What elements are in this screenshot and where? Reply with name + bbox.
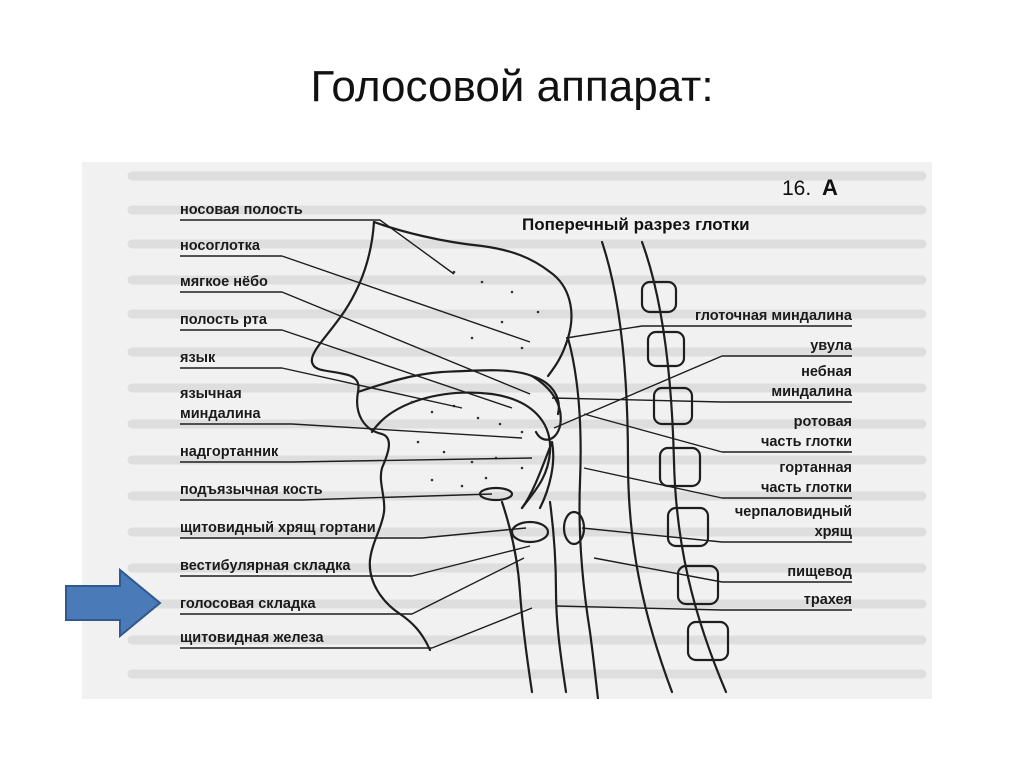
label-oropharynx-1: ротовая xyxy=(794,414,852,430)
label-palatine-1: небная xyxy=(801,364,852,380)
slide-title: Голосовой аппарат: xyxy=(310,62,714,111)
label-oropharynx-2: часть глотки xyxy=(761,434,852,450)
right-labels: глоточная миндалина увула небная миндали… xyxy=(695,308,853,608)
label-lingual-2: миндалина xyxy=(180,406,262,422)
anatomy-diagram: 16. А Поперечный разрез глотки xyxy=(82,162,932,699)
label-laryngopharynx-2: часть глотки xyxy=(761,480,852,496)
label-uvula: увула xyxy=(810,338,853,354)
label-trachea: трахея xyxy=(804,592,852,608)
leader-lines xyxy=(180,219,852,649)
label-tongue: язык xyxy=(180,350,216,366)
label-oral-cavity: полость рта xyxy=(180,312,268,328)
label-hyoid: подъязычная кость xyxy=(180,482,323,498)
figure-caption: Поперечный разрез глотки xyxy=(522,215,750,234)
label-thyroid-gland: щитовидная железа xyxy=(180,630,325,646)
label-thyroid-cartilage: щитовидный хрящ гортани xyxy=(180,520,376,536)
anatomy-drawing xyxy=(310,220,730,699)
label-esophagus: пищевод xyxy=(787,564,852,580)
figure-letter: А xyxy=(822,175,838,200)
label-lingual-1: язычная xyxy=(180,386,242,402)
label-epiglottis: надгортанник xyxy=(180,444,279,460)
anatomy-figure: 16. А Поперечный разрез глотки xyxy=(82,162,932,699)
label-nasopharynx: носоглотка xyxy=(180,238,261,254)
figure-number: 16. xyxy=(782,177,811,200)
label-soft-palate: мягкое нёбо xyxy=(180,274,268,290)
label-vestibular-fold: вестибулярная складка xyxy=(180,558,351,574)
label-arytenoid-1: черпаловидный xyxy=(735,504,852,520)
label-arytenoid-2: хрящ xyxy=(815,524,853,540)
label-nasal-cavity: носовая полость xyxy=(180,202,303,218)
label-vocal-fold: голосовая складка xyxy=(180,596,316,612)
label-palatine-2: миндалина xyxy=(771,384,853,400)
label-laryngopharynx-1: гортанная xyxy=(779,460,852,476)
left-labels: носовая полость носоглотка мягкое нёбо п… xyxy=(180,202,376,646)
right-arrow-icon xyxy=(65,568,162,638)
label-pharyngeal-tonsil: глоточная миндалина xyxy=(695,308,853,324)
